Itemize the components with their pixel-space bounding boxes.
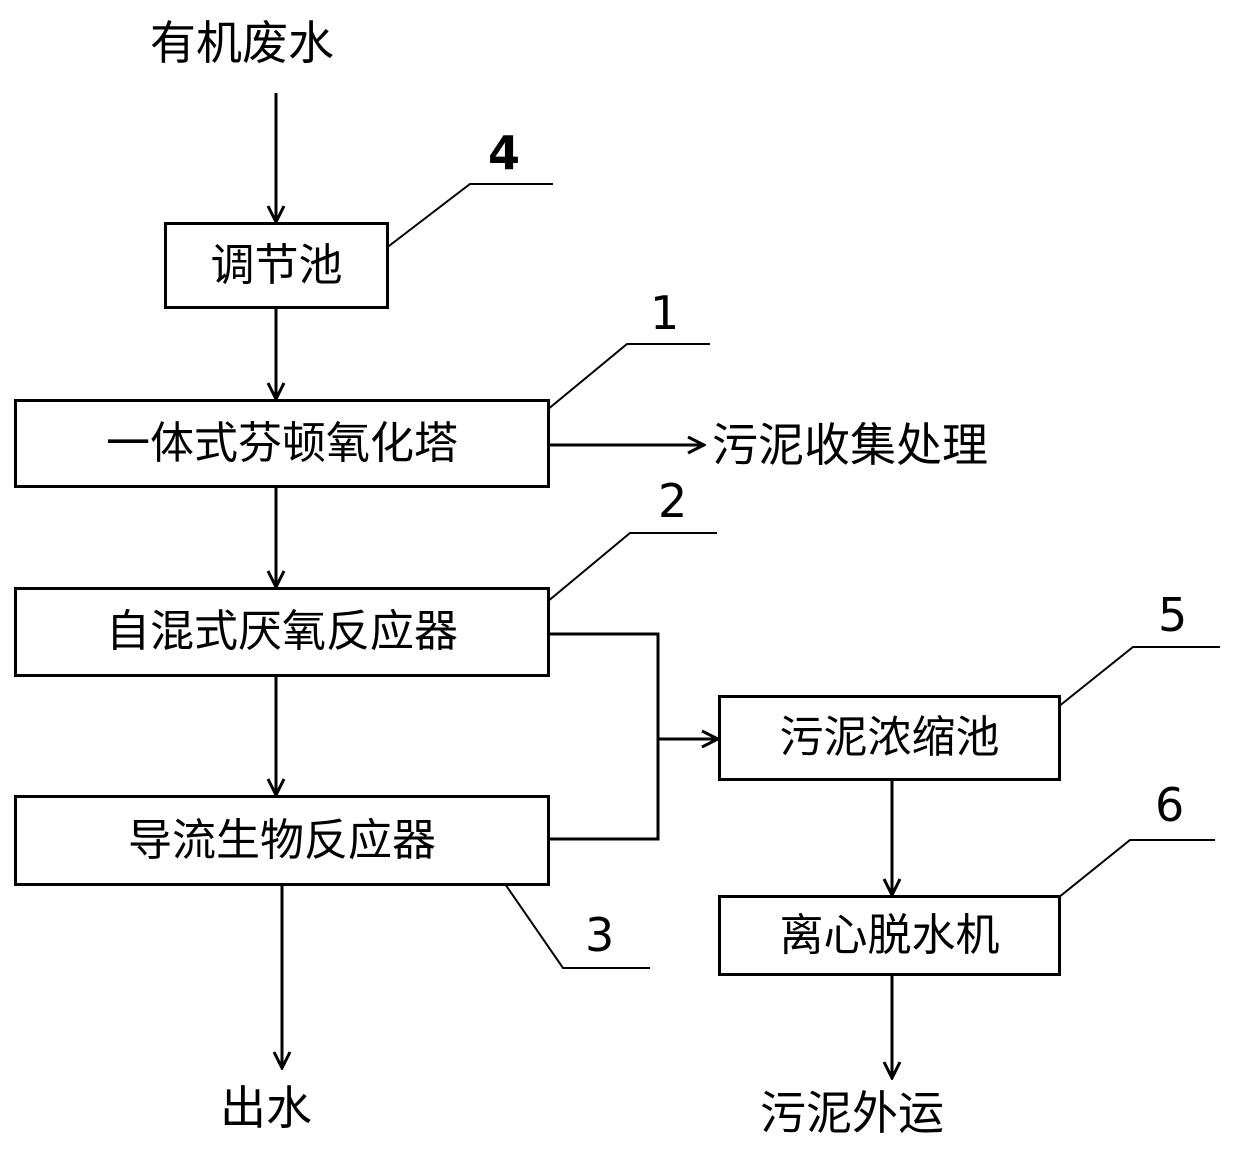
bioreactor-box: 导流生物反应器 [14,795,550,886]
output-sludge-collection-label: 污泥收集处理 [712,418,988,472]
output-sludge-export-label: 污泥外运 [760,1086,944,1140]
input-organic-wastewater-label: 有机废水 [150,16,334,70]
leader-2 [540,532,717,608]
callout-number-6: 6 [1155,778,1185,832]
sludge-thickener-label: 污泥浓缩池 [779,712,1000,763]
leader-4 [384,183,553,250]
callout-number-1: 1 [650,286,680,340]
leader-3 [493,867,650,969]
output-effluent-label: 出水 [220,1081,312,1135]
regulating-tank-label: 调节池 [210,239,343,291]
fenton-tower-label: 一体式芬顿氧化塔 [106,417,458,469]
leader-5 [1042,646,1220,720]
centrifuge-box: 离心脱水机 [718,895,1061,976]
callout-number-3: 3 [585,908,615,962]
fenton-tower-box: 一体式芬顿氧化塔 [14,399,550,488]
leader-6 [1042,839,1215,911]
callout-number-5: 5 [1158,588,1188,642]
leader-1 [540,343,710,416]
centrifuge-label: 离心脱水机 [779,909,1000,961]
line-anaerobic-to-branch [549,632,660,841]
callout-number-2: 2 [658,474,688,528]
sludge-thickener-box: 污泥浓缩池 [718,695,1061,781]
anaerobic-reactor-box: 自混式厌氧反应器 [14,587,550,677]
anaerobic-reactor-label: 自混式厌氧反应器 [106,606,458,657]
callout-number-4: 4 [488,126,521,180]
bioreactor-label: 导流生物反应器 [128,814,436,866]
regulating-tank-box: 调节池 [164,222,389,309]
